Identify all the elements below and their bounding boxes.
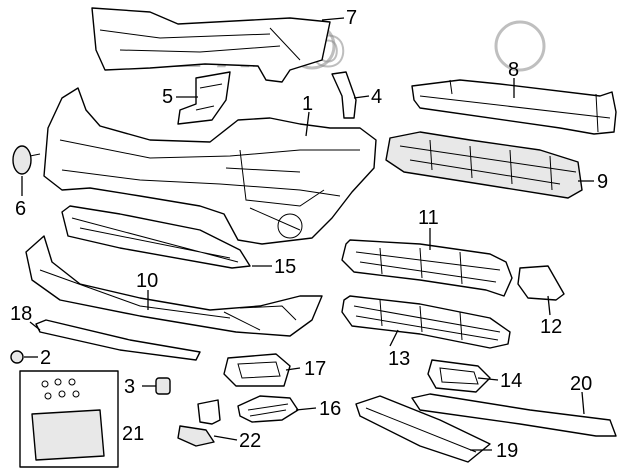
- part-8-impact-beam: [411, 79, 617, 135]
- callout-20: 20: [570, 373, 592, 395]
- part-13-lower-grille: [341, 295, 511, 349]
- part-20-strip: [411, 393, 617, 437]
- callout-17: 17: [304, 358, 326, 380]
- callout-18: 18: [10, 303, 32, 325]
- part-18-strip: [35, 319, 201, 361]
- part-21-kit: [19, 370, 119, 468]
- part-7-upper-bracket: [91, 7, 331, 83]
- callout-12: 12: [540, 316, 562, 338]
- callout-5: 5: [162, 86, 173, 108]
- callout-10: 10: [136, 270, 158, 292]
- callout-1: 1: [302, 93, 313, 115]
- callout-21: 21: [122, 423, 144, 445]
- callout-19: 19: [496, 440, 518, 462]
- callouts: 7 8 4 5 1 6 9 11 15 10 12 18 13 2 17 14 …: [10, 7, 608, 462]
- part-15-grille: [61, 205, 251, 269]
- callout-14: 14: [500, 370, 522, 392]
- callout-22: 22: [239, 430, 261, 452]
- part-9-absorber: [385, 131, 583, 199]
- callout-8: 8: [508, 59, 519, 81]
- callout-7: 7: [346, 7, 357, 29]
- part-17-bezel: [223, 353, 291, 387]
- callout-16: 16: [319, 398, 341, 420]
- part-19-skid: [355, 395, 491, 463]
- part-10-lower-fascia: [25, 235, 323, 337]
- part-16-grille-insert: [237, 395, 299, 423]
- part-12-bracket: [517, 265, 565, 301]
- callout-15: 15: [274, 256, 296, 278]
- part-11-shutter-grille: [341, 239, 513, 297]
- callout-13: 13: [388, 348, 410, 370]
- part-14-bezel: [427, 359, 491, 393]
- part-22-sensor: [177, 399, 221, 447]
- callout-9: 9: [597, 171, 608, 193]
- callout-6: 6: [15, 198, 26, 220]
- part-1-bumper-cover: [43, 87, 377, 245]
- callout-3: 3: [124, 376, 135, 398]
- part-6-cap: [12, 145, 41, 175]
- part-2-clip: [10, 350, 24, 364]
- part-4-bracket: [331, 71, 357, 119]
- part-3-clip: [155, 377, 171, 395]
- callout-2: 2: [40, 347, 51, 369]
- leader-lines: [21, 17, 594, 451]
- callout-4: 4: [371, 86, 382, 108]
- part-5-bracket: [177, 71, 231, 125]
- callout-11: 11: [418, 207, 439, 229]
